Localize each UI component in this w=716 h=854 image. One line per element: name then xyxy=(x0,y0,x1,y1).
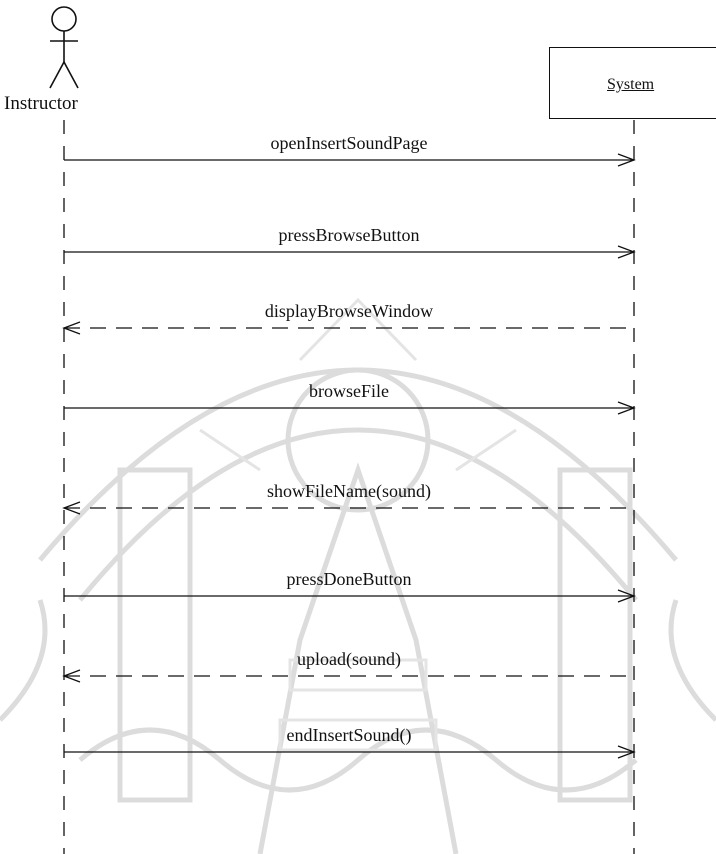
message-label: openInsertSoundPage xyxy=(271,132,428,154)
stick-figure-icon xyxy=(50,7,78,88)
message-label: browseFile xyxy=(309,380,389,402)
message-label: pressDoneButton xyxy=(287,568,412,590)
system-label: System xyxy=(607,75,654,95)
message-label: displayBrowseWindow xyxy=(265,300,433,322)
message-label: endInsertSound() xyxy=(287,724,412,746)
message-label: showFileName(sound) xyxy=(267,480,431,502)
message-label: pressBrowseButton xyxy=(279,224,420,246)
actor-label: Instructor xyxy=(4,93,78,115)
message-label: upload(sound) xyxy=(297,648,401,670)
